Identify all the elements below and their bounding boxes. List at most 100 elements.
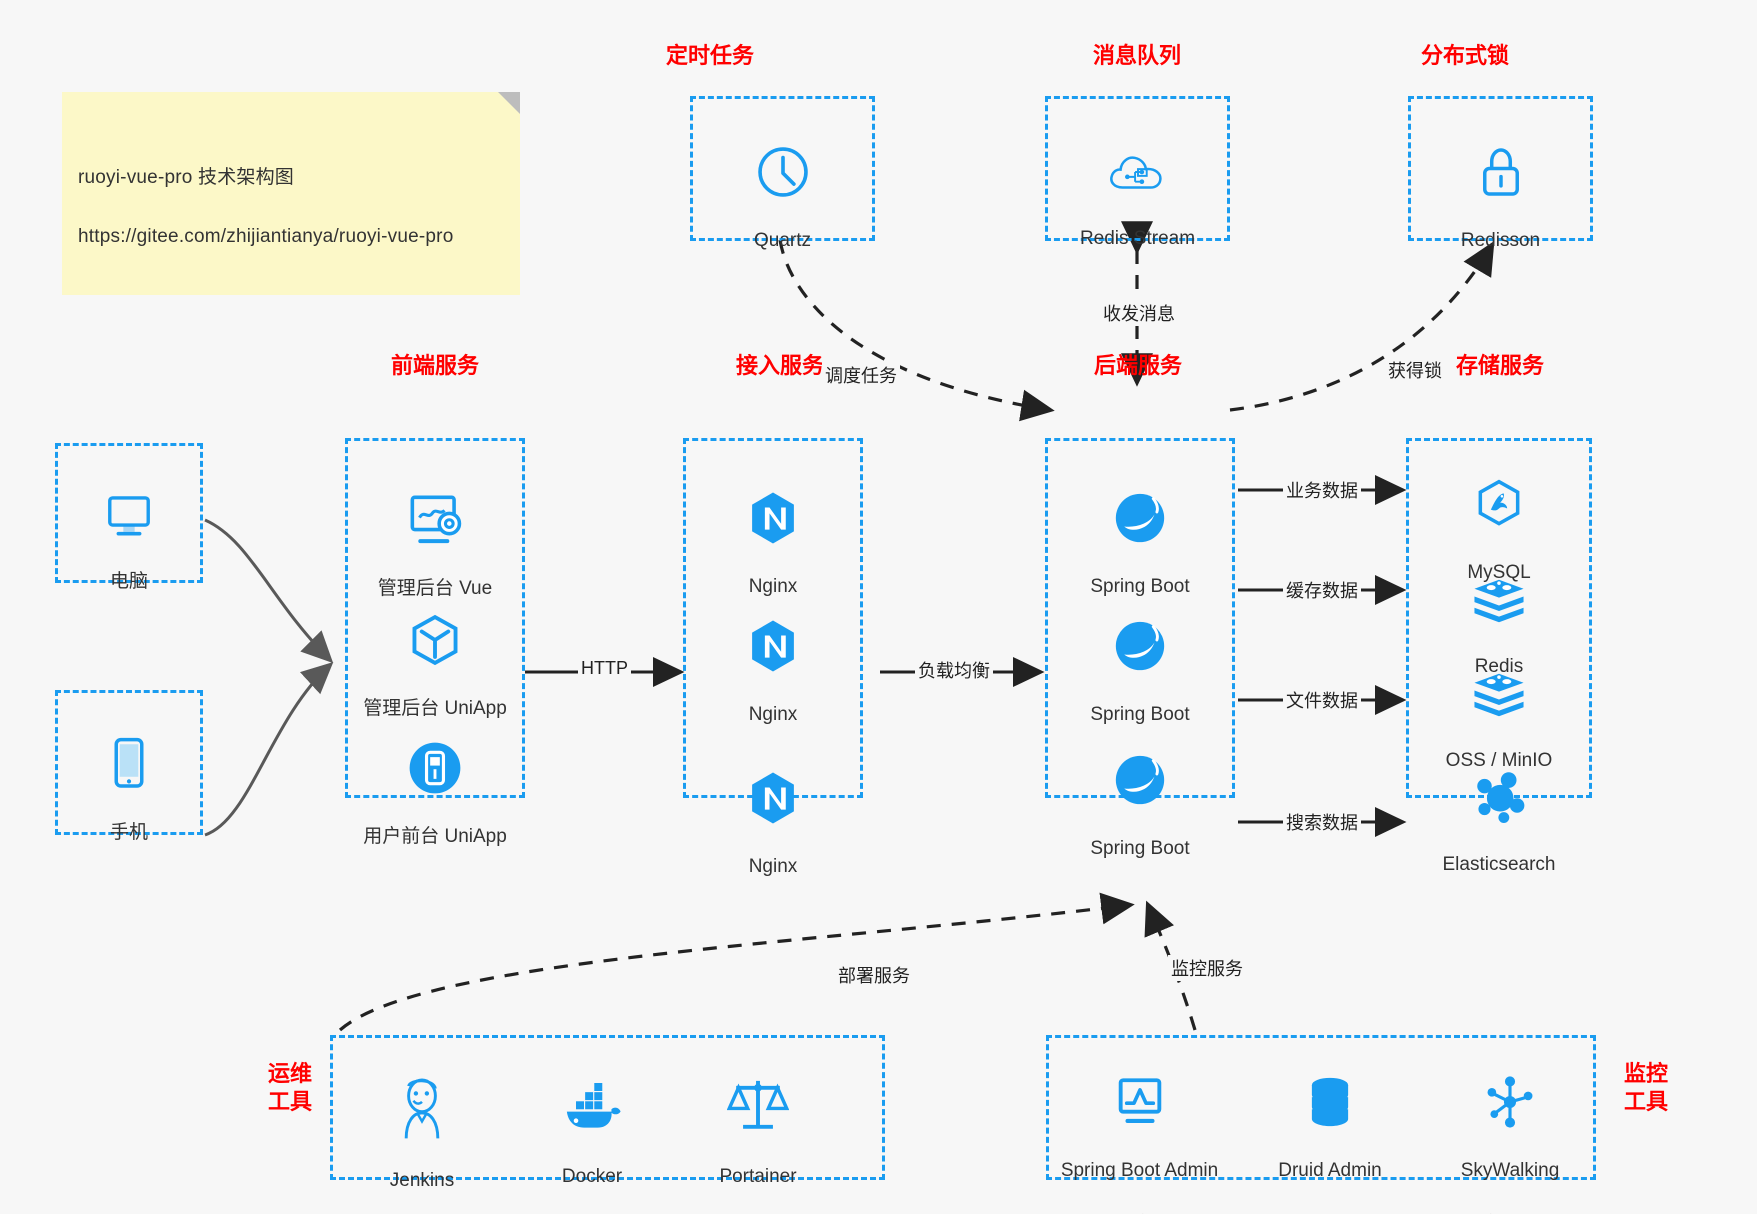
node-label: Quartz bbox=[753, 230, 812, 252]
group-title-gateway: 接入服务 bbox=[735, 353, 824, 378]
group-title-lock: 分布式锁 bbox=[1420, 43, 1509, 68]
edge-label-file-data: 文件数据 bbox=[1283, 687, 1361, 713]
cloud-stream-icon bbox=[1109, 156, 1162, 189]
node-label: Spring Boot bbox=[1090, 576, 1190, 598]
cube-icon bbox=[412, 614, 458, 665]
node-label: Druid Admin bbox=[1278, 1160, 1382, 1182]
node-spring-boot-2[interactable]: Spring Boot bbox=[1045, 592, 1235, 753]
node-label: 管理后台 Vue bbox=[377, 578, 493, 600]
note-line-1: ruoyi-vue-pro 技术架构图 bbox=[78, 166, 295, 188]
scales-icon bbox=[727, 1080, 789, 1129]
dashboard-icon bbox=[410, 495, 462, 543]
edge-label-biz-data: 业务数据 bbox=[1283, 477, 1361, 503]
edge-label-deploy-service: 部署服务 bbox=[835, 962, 913, 988]
redis-icon bbox=[1474, 579, 1524, 622]
elasticsearch-icon bbox=[1477, 771, 1525, 823]
node-admin-vue[interactable]: 管理后台 Vue bbox=[345, 466, 525, 627]
group-title-devops: 运维 工具 bbox=[267, 1061, 312, 1114]
group-title-backend: 后端服务 bbox=[1093, 353, 1182, 378]
group-box-mq bbox=[1045, 96, 1230, 241]
monitor-chart-icon bbox=[1118, 1078, 1161, 1123]
edge-label-schedule-task: 调度任务 bbox=[822, 362, 900, 388]
group-box-monitoring bbox=[1046, 1035, 1596, 1180]
group-box-scheduled bbox=[690, 96, 875, 241]
node-desktop[interactable]: 电脑 bbox=[55, 465, 203, 620]
desktop-icon bbox=[108, 495, 150, 536]
docker-icon bbox=[566, 1082, 621, 1128]
node-druid-admin[interactable]: Druid Admin SQL 监控 bbox=[1250, 1048, 1410, 1214]
nginx-icon bbox=[752, 620, 794, 672]
edge-label-http: HTTP bbox=[578, 658, 631, 679]
jenkins-icon bbox=[404, 1078, 440, 1139]
group-title-scheduled: 定时任务 bbox=[665, 43, 754, 68]
node-mysql[interactable]: MySQL bbox=[1406, 452, 1592, 611]
edge-label-mq-messages: 收发消息 bbox=[1100, 300, 1178, 326]
spring-boot-icon bbox=[1115, 493, 1165, 542]
spring-boot-icon bbox=[1115, 621, 1165, 670]
edge-label-search-data: 搜索数据 bbox=[1283, 809, 1361, 835]
node-label: SkyWalking bbox=[1460, 1160, 1560, 1182]
node-label: OSS / MinIO bbox=[1445, 750, 1553, 772]
node-spring-boot-3[interactable]: Spring Boot bbox=[1045, 726, 1235, 887]
node-redis-stream[interactable]: Redis Stream bbox=[1045, 120, 1230, 277]
node-label: 用户前台 UniApp bbox=[363, 826, 507, 848]
node-portainer[interactable]: Portainer 容器管理 bbox=[678, 1048, 838, 1214]
group-box-desktop bbox=[55, 443, 203, 583]
group-box-phone bbox=[55, 690, 203, 835]
node-quartz[interactable]: Quartz bbox=[690, 118, 875, 279]
group-title-mq: 消息队列 bbox=[1092, 43, 1181, 68]
database-icon bbox=[1311, 1077, 1349, 1126]
node-label: Docker bbox=[561, 1166, 623, 1188]
node-nginx-2[interactable]: Nginx bbox=[683, 592, 863, 753]
node-nginx-1[interactable]: Nginx bbox=[683, 464, 863, 625]
node-label: Nginx bbox=[748, 704, 798, 726]
node-user-uniapp[interactable]: 用户前台 UniApp bbox=[345, 714, 525, 875]
node-label: 电脑 bbox=[109, 571, 148, 593]
node-redis[interactable]: Redis bbox=[1406, 550, 1592, 705]
note-fold-corner bbox=[498, 92, 520, 114]
note-line-2: https://gitee.com/zhijiantianya/ruoyi-vu… bbox=[78, 225, 454, 247]
node-label: Redis Stream bbox=[1079, 228, 1196, 250]
edge-label-load-balance: 负载均衡 bbox=[915, 657, 993, 683]
group-title-monitoring: 监控 工具 bbox=[1623, 1061, 1668, 1114]
clock-icon bbox=[757, 146, 808, 197]
node-label: Nginx bbox=[748, 576, 798, 598]
group-title-frontend: 前端服务 bbox=[390, 353, 479, 378]
node-redisson[interactable]: Redisson bbox=[1408, 118, 1593, 279]
node-spring-boot-1[interactable]: Spring Boot bbox=[1045, 464, 1235, 625]
node-docker[interactable]: Docker 容器 bbox=[512, 1052, 672, 1214]
edge-phone-to-frontend bbox=[204, 661, 334, 837]
mysql-icon bbox=[1478, 479, 1520, 526]
group-box-devops bbox=[330, 1035, 885, 1180]
node-label: Spring Boot Admin bbox=[1060, 1160, 1219, 1182]
group-box-frontend bbox=[345, 438, 525, 798]
node-admin-uniapp[interactable]: 管理后台 UniApp bbox=[345, 586, 525, 747]
node-label: Redis bbox=[1474, 656, 1524, 678]
group-title-storage: 存储服务 bbox=[1455, 353, 1544, 378]
edge-label-monitor-service: 监控服务 bbox=[1168, 955, 1246, 981]
node-label: 手机 bbox=[109, 822, 148, 844]
node-label: Spring Boot bbox=[1090, 704, 1190, 726]
edge-label-cache-data: 缓存数据 bbox=[1283, 577, 1361, 603]
lock-icon bbox=[1482, 147, 1519, 196]
node-oss-minio[interactable]: OSS / MinIO bbox=[1406, 644, 1592, 799]
node-elasticsearch[interactable]: Elasticsearch bbox=[1406, 744, 1592, 903]
node-label: Elasticsearch bbox=[1442, 854, 1556, 876]
node-label: 管理后台 UniApp bbox=[363, 698, 507, 720]
edge-label-acquire-lock: 获得锁 bbox=[1385, 357, 1445, 383]
node-phone[interactable]: 手机 bbox=[55, 710, 203, 871]
node-jenkins[interactable]: Jenkins 自动化部署 bbox=[342, 1050, 502, 1214]
mobile-app-icon bbox=[409, 742, 461, 794]
nginx-icon bbox=[752, 492, 794, 544]
edge-desktop-to-frontend bbox=[204, 518, 334, 664]
node-label: MySQL bbox=[1467, 562, 1531, 584]
node-skywalking[interactable]: SkyWalking 链路追踪 & 日志 bbox=[1420, 1048, 1600, 1214]
sticky-note: ruoyi-vue-pro 技术架构图 https://gitee.com/zh… bbox=[62, 92, 520, 295]
node-nginx-3[interactable]: Nginx bbox=[683, 744, 863, 905]
node-label: Nginx bbox=[748, 856, 798, 878]
nginx-icon bbox=[752, 772, 794, 824]
skywalking-icon bbox=[1487, 1076, 1533, 1128]
node-label: Spring Boot bbox=[1090, 838, 1190, 860]
